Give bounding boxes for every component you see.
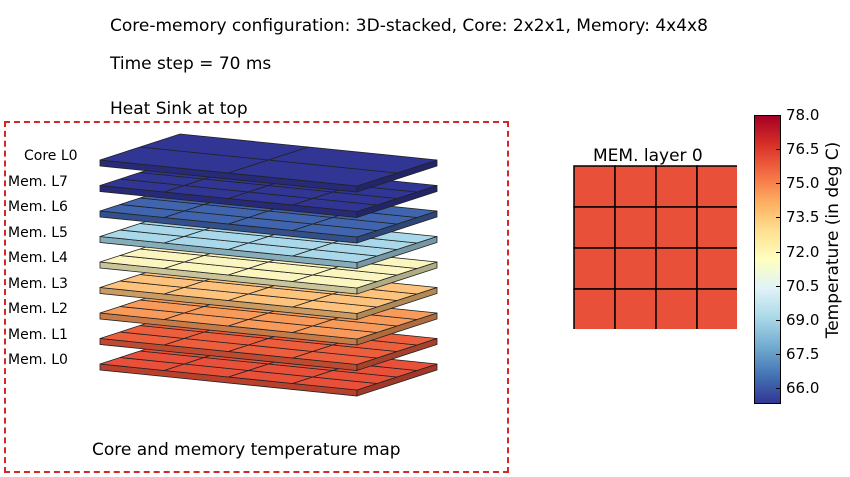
- colorbar-tickmark: [776, 115, 781, 116]
- mem-cell: [696, 165, 737, 208]
- layer-cell: [268, 146, 438, 174]
- mem-cell: [573, 247, 616, 290]
- layer-label: Mem. L0: [8, 352, 68, 368]
- layer-label: Core L0: [24, 148, 78, 164]
- colorbar-tick-label: 73.5: [786, 208, 820, 227]
- stack-panel-border: [4, 121, 509, 473]
- mem-cell: [696, 247, 737, 290]
- colorbar-tick-label: 72.0: [786, 242, 820, 261]
- layer-label: Mem. L5: [8, 224, 68, 241]
- colorbar-tick-label: 67.5: [786, 344, 820, 363]
- config-title: Core-memory configuration: 3D-stacked, C…: [110, 16, 708, 36]
- colorbar-tick-label: 69.0: [786, 310, 820, 329]
- colorbar-tick-label: 76.5: [786, 140, 820, 159]
- mem-cell: [614, 247, 657, 290]
- colorbar-label: Temperature (in deg C): [823, 141, 843, 339]
- colorbar-tick-label: 66.0: [786, 379, 820, 398]
- mem-cell: [573, 165, 616, 208]
- mem-cell: [614, 165, 657, 208]
- layer-label: Mem. L7: [8, 173, 68, 190]
- colorbar-tickmark: [776, 217, 781, 219]
- layer-label: Mem. L2: [8, 301, 68, 317]
- mem-cell: [655, 247, 698, 290]
- colorbar-tick-label: 70.5: [786, 276, 820, 295]
- time-step-label: Time step = 70 ms: [110, 54, 272, 74]
- layer-label: Mem. L1: [8, 326, 68, 343]
- layer-label: Mem. L3: [8, 275, 68, 292]
- mem-cell: [655, 206, 698, 249]
- mem-cell: [655, 165, 698, 208]
- colorbar-tickmark: [776, 285, 781, 287]
- colorbar-tick-label: 75.0: [786, 174, 820, 193]
- colorbar-tickmark: [776, 388, 781, 390]
- colorbar-tickmark: [776, 183, 781, 185]
- layer-label: Mem. L6: [8, 199, 68, 215]
- mem-cell: [696, 206, 737, 249]
- mem-cell: [655, 288, 698, 329]
- mem-cell: [614, 206, 657, 249]
- colorbar-tickmark: [776, 251, 781, 253]
- mem-cell: [573, 206, 616, 249]
- layer-label: Mem. L4: [8, 250, 68, 266]
- mem-cell: [614, 288, 657, 329]
- colorbar-tickmark: [776, 149, 781, 151]
- colorbar-tick-label: 78.0: [786, 106, 820, 124]
- mem-layer-heatmap: [573, 165, 737, 329]
- layer-core-l0: [99, 133, 438, 193]
- heat-sink-label: Heat Sink at top: [110, 99, 248, 119]
- colorbar-tickmark: [776, 319, 781, 321]
- mem-cell: [696, 288, 737, 329]
- mem-cell: [573, 288, 616, 329]
- colorbar-tickmark: [776, 353, 781, 355]
- mem-layer-title: MEM. layer 0: [593, 146, 703, 166]
- stack-caption: Core and memory temperature map: [92, 440, 401, 460]
- temperature-colorbar: [754, 115, 781, 404]
